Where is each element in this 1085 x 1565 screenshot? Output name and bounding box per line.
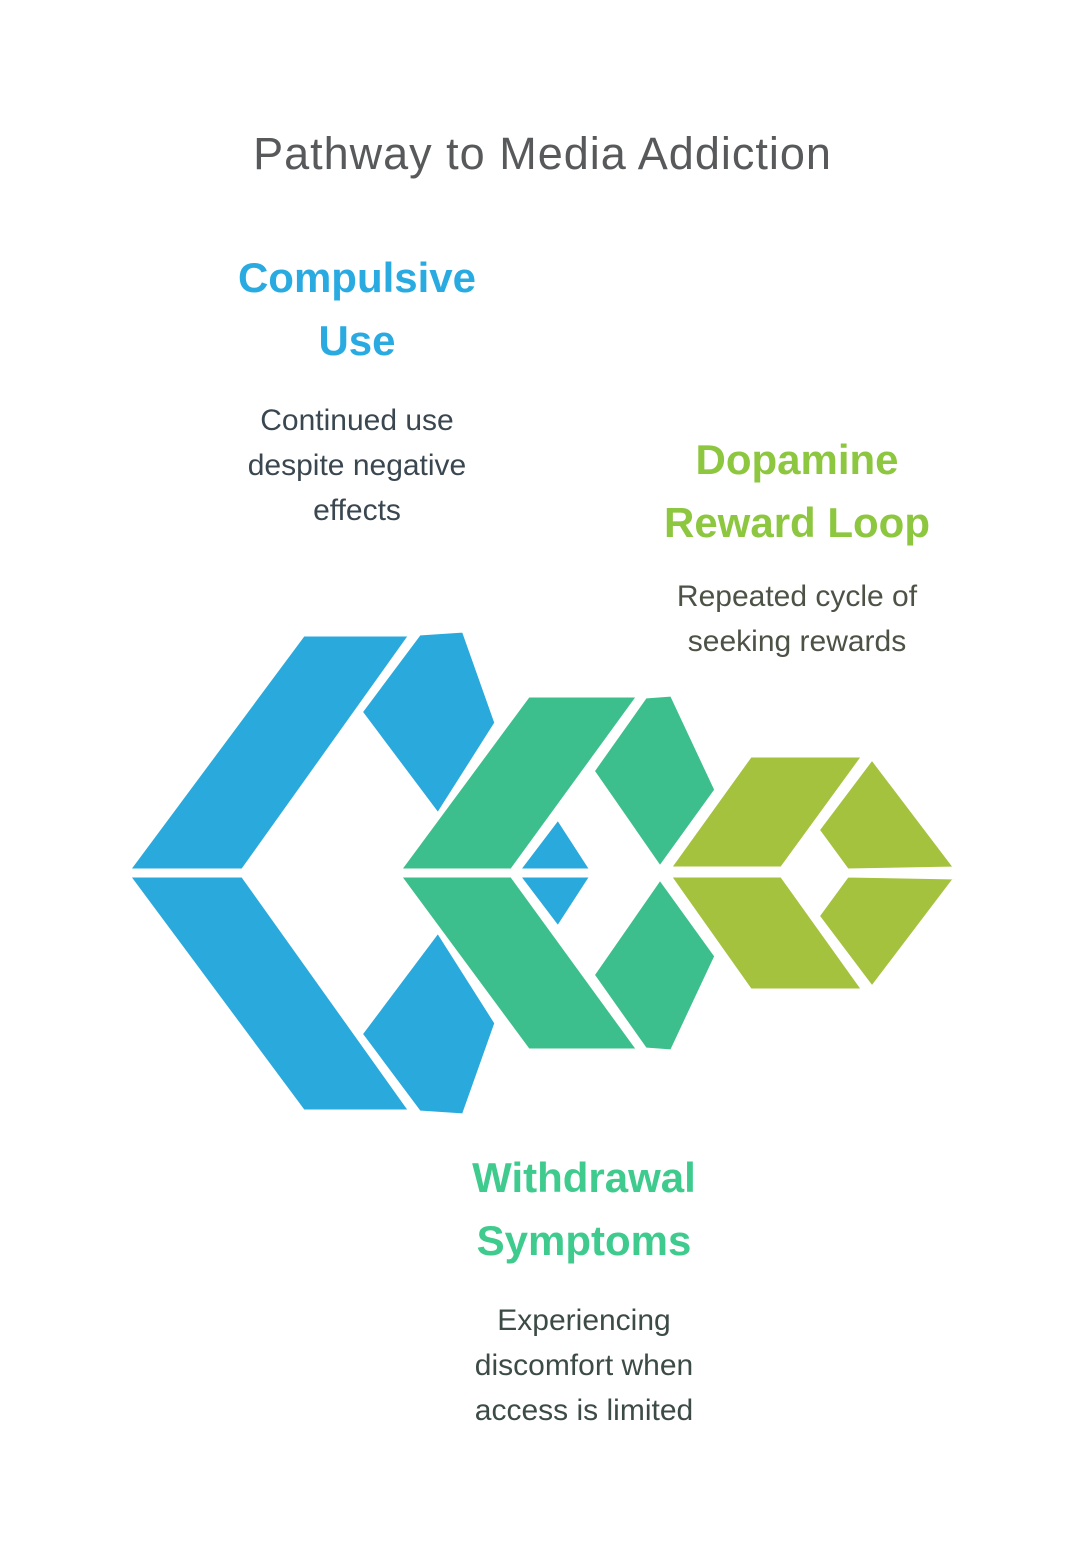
blue-chevron-right-tip-lower: [511, 872, 598, 934]
blue-chevron-right-tip-upper: [511, 812, 598, 874]
olive-chevron-lower-left-band: [663, 872, 870, 994]
blue-chevron-upper-left-band: [122, 631, 417, 874]
section-heading-dopamine-reward-loop: Dopamine Reward Loop: [663, 436, 930, 546]
green-chevron-lower-left-band: [393, 872, 645, 1054]
blue-chevron-lower-left-band: [122, 872, 417, 1115]
section-heading-compulsive-use: Compulsive Use: [237, 254, 477, 364]
blue-chevron-upper-right-fold: [356, 627, 500, 821]
section-description-compulsive-use: Continued use despite negative effects: [247, 404, 467, 527]
green-chevron-upper-left-band: [393, 692, 645, 874]
section-heading-withdrawal-symptoms: Withdrawal Symptoms: [472, 1154, 696, 1264]
green-chevron-upper-right-fold: [588, 691, 720, 874]
blue-chevron-group: [122, 627, 598, 1119]
olive-chevron-upper-left-band: [663, 752, 870, 872]
green-chevron-group: [393, 691, 720, 1055]
olive-chevron-group: [663, 752, 962, 994]
blue-chevron-lower-right-fold: [356, 925, 500, 1119]
page-title: Pathway to Media Addiction: [253, 128, 832, 179]
section-description-dopamine-reward-loop: Repeated cycle of seeking rewards: [676, 580, 918, 658]
green-chevron-lower-right-fold: [588, 872, 720, 1055]
olive-chevron-lower-right-fold: [813, 872, 962, 994]
section-description-withdrawal-symptoms: Experiencing discomfort when access is l…: [474, 1304, 694, 1427]
olive-chevron-upper-right-fold: [813, 752, 962, 874]
